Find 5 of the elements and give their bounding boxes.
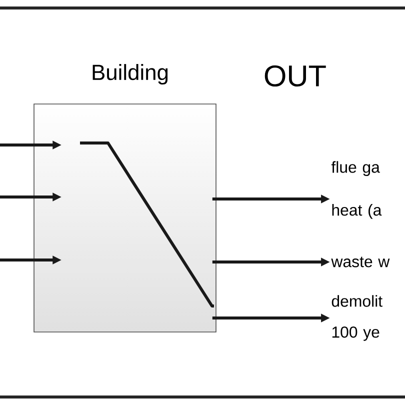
output-label: waste w <box>331 256 390 268</box>
output-label: demolit 100 ye <box>332 295 382 341</box>
building-box: Building <box>34 64 216 332</box>
node-label: Building <box>92 64 168 84</box>
heading: OUT <box>264 65 326 86</box>
